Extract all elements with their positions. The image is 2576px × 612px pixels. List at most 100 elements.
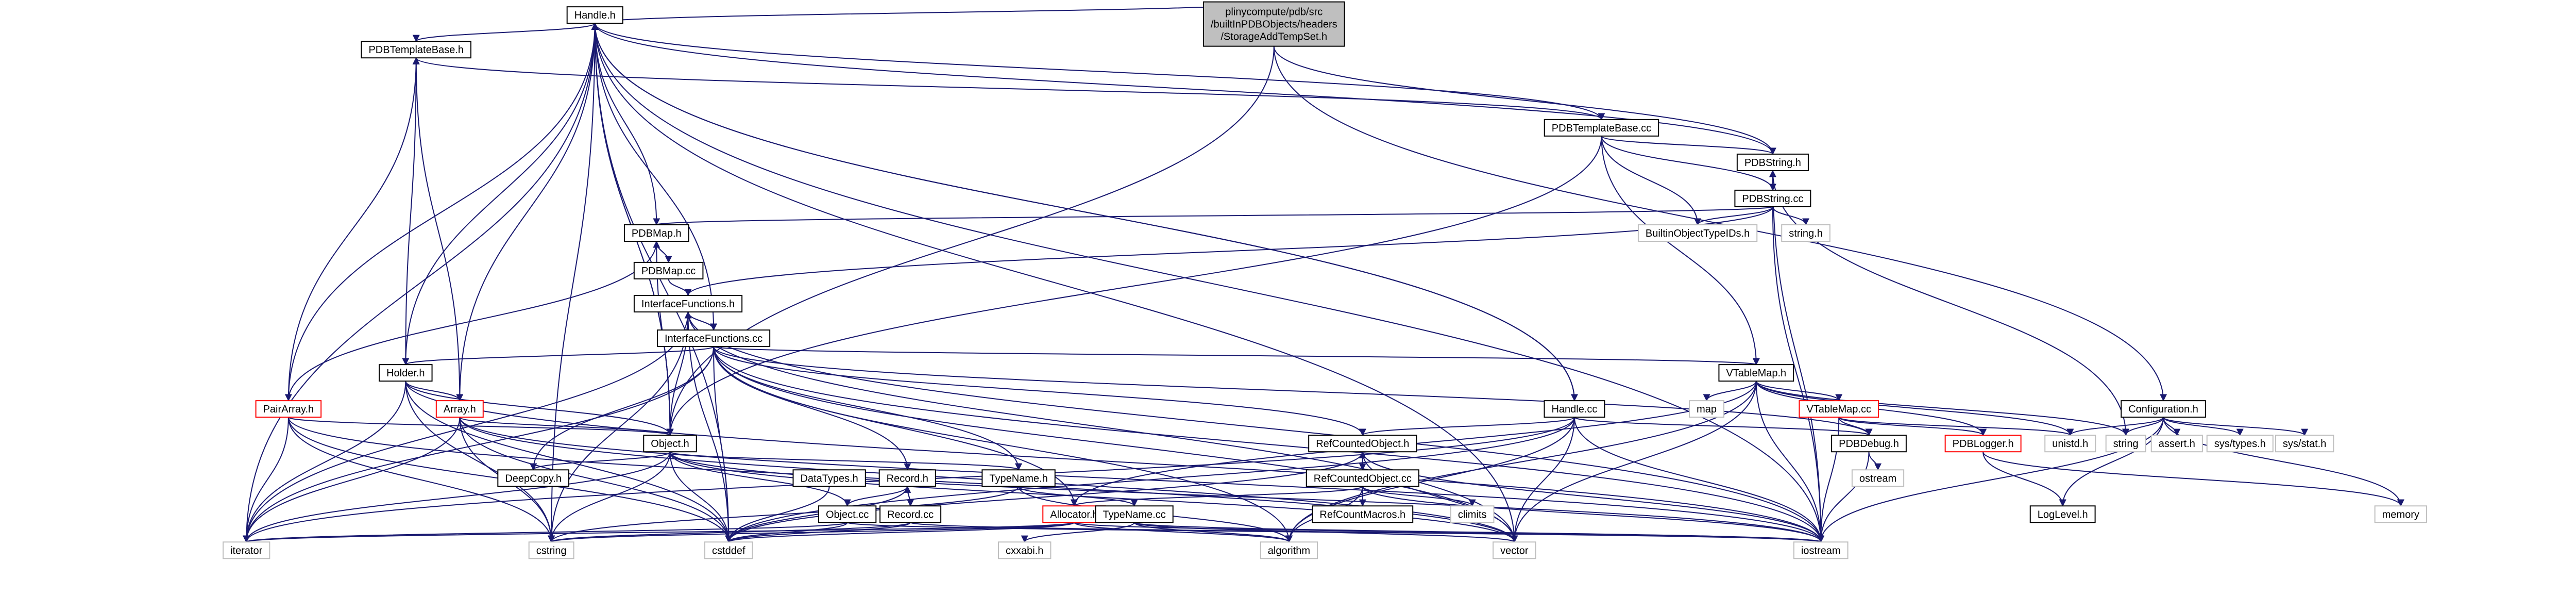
node-label: BuiltinObjectTypeIDs.h — [1646, 228, 1750, 239]
node-box — [1544, 119, 1659, 137]
file-node-pdbstring-h[interactable]: PDBString.h — [1736, 153, 1809, 171]
edge-handle-h-to-iostream — [594, 23, 1825, 543]
node-box — [2121, 400, 2206, 418]
edge-handle-cc-to-pdbdebug-h — [1573, 417, 1873, 436]
file-node-vtablemap-h[interactable]: VTableMap.h — [1718, 364, 1794, 382]
edge-pdbmap-h-to-handle-h — [591, 22, 657, 225]
node-label: PDBTemplateBase.h — [368, 44, 464, 56]
file-node-loglevel-h[interactable]: LogLevel.h — [2029, 505, 2096, 523]
node-label: string — [2113, 438, 2139, 450]
edge-interfacefunctions-cc-to-vector — [713, 346, 1518, 543]
edge-object-cc-to-iterator — [243, 522, 848, 543]
file-node-refcountedobject-cc[interactable]: RefCountedObject.cc — [1306, 469, 1419, 487]
node-label: iterator — [230, 545, 263, 556]
node-box — [792, 469, 866, 487]
file-node-record-cc[interactable]: Record.cc — [879, 505, 942, 523]
file-node-configuration-h[interactable]: Configuration.h — [2121, 400, 2206, 418]
edge-pdbtemplatebase-cc-to-handle-h — [591, 22, 1602, 120]
node-label: InterfaceFunctions.h — [641, 299, 735, 310]
file-node-pdbdebug-h[interactable]: PDBDebug.h — [1831, 435, 1907, 453]
edge-pdbtemplatebase-cc-to-pdbstring-cc — [1601, 136, 1776, 191]
edge-root-to-pdbstring-h — [1273, 46, 1776, 155]
node-box — [1689, 400, 1725, 418]
node-box — [879, 505, 942, 523]
file-node-object-h[interactable]: Object.h — [643, 435, 697, 453]
node-label: string.h — [1789, 228, 1823, 239]
file-node-sys-stat-h: sys/stat.h — [2275, 435, 2334, 453]
edge-handle-cc-to-vector — [1511, 417, 1575, 543]
file-node-pdbtemplatebase-h[interactable]: PDBTemplateBase.h — [361, 41, 472, 59]
file-node-typename-cc[interactable]: TypeName.cc — [1095, 505, 1174, 523]
edge-pairarray-h-to-pdbtemplatebase-h — [287, 57, 420, 401]
file-node-unistd-h: unistd.h — [2044, 435, 2096, 453]
node-box — [2150, 435, 2203, 453]
file-node-record-h[interactable]: Record.h — [878, 469, 936, 487]
node-label: plinycompute/pdb/src — [1225, 7, 1323, 18]
edge-record-cc-to-record-h — [904, 485, 911, 506]
file-node-interfacefunctions-h[interactable]: InterfaceFunctions.h — [633, 295, 743, 313]
edge-vtablemap-h-to-string — [1755, 381, 2129, 436]
file-node-deepcopy-h[interactable]: DeepCopy.h — [497, 469, 570, 487]
edge-datatypes-h-to-cstddef — [725, 486, 830, 543]
node-box — [379, 364, 433, 382]
node-box — [1312, 505, 1414, 523]
node-box — [361, 41, 472, 59]
file-node-ostream: ostream — [1851, 469, 1905, 487]
node-box — [2029, 505, 2096, 523]
node-label: cstddef — [712, 545, 745, 556]
edge-typename-cc-to-algorithm — [1133, 522, 1293, 543]
edge-holder-h-to-object-h — [405, 381, 674, 436]
file-node-pdbtemplatebase-cc[interactable]: PDBTemplateBase.cc — [1544, 119, 1659, 137]
file-node-refcountmacros-h[interactable]: RefCountMacros.h — [1312, 505, 1414, 523]
node-box — [1042, 505, 1106, 523]
node-label: PairArray.h — [263, 404, 314, 415]
edge-record-cc-to-cstring — [548, 522, 911, 543]
edge-root-to-handle-h — [591, 1, 1275, 24]
edge-pdbstring-cc-to-pdbmap-h — [653, 206, 1773, 226]
file-node-pdbmap-h[interactable]: PDBMap.h — [623, 224, 689, 242]
edge-configuration-h-to-loglevel-h — [2059, 417, 2164, 507]
edge-pdbtemplatebase-cc-to-pdbstring-h — [1601, 135, 1776, 155]
file-node-typename-h[interactable]: TypeName.h — [981, 469, 1056, 487]
node-label: Array.h — [444, 404, 476, 415]
file-node-array-h[interactable]: Array.h — [435, 400, 484, 418]
edge-pdbtemplatebase-cc-to-builtinobjecttypeids-h — [1601, 136, 1702, 226]
file-node-climits: climits — [1450, 505, 1495, 523]
node-box — [1493, 541, 1536, 559]
edge-object-h-to-vector — [669, 452, 1518, 543]
node-box — [633, 295, 743, 313]
node-label: climits — [1458, 509, 1487, 520]
edge-object-h-to-object-cc — [669, 452, 851, 507]
edge-handle-cc-to-algorithm — [1285, 417, 1575, 543]
edge-pdbmap-h-to-pairarray-h — [284, 241, 657, 402]
edge-vtablemap-cc-to-pdblogger-h — [1838, 417, 1987, 436]
file-node-handle-h[interactable]: Handle.h — [566, 6, 623, 24]
file-node-holder-h[interactable]: Holder.h — [379, 364, 433, 382]
file-node-datatypes-h[interactable]: DataTypes.h — [792, 469, 866, 487]
edge-root-to-configuration-h — [1273, 46, 2167, 402]
node-label: ostream — [1859, 473, 1896, 484]
file-node-handle-cc[interactable]: Handle.cc — [1544, 400, 1605, 418]
node-label: RefCountedObject.h — [1316, 438, 1409, 450]
node-box — [1637, 224, 1758, 242]
file-node-interfacefunctions-cc[interactable]: InterfaceFunctions.cc — [657, 329, 771, 348]
edge-handle-h-to-vector — [594, 23, 1518, 543]
node-label: Handle.cc — [1551, 404, 1597, 415]
edge-object-h-to-iostream — [669, 452, 1824, 543]
file-node-map: map — [1689, 400, 1725, 418]
file-node-vtablemap-cc[interactable]: VTableMap.cc — [1799, 400, 1879, 418]
file-node-pdblogger-h[interactable]: PDBLogger.h — [1944, 435, 2022, 453]
file-node-allocator-h[interactable]: Allocator.h — [1042, 505, 1106, 523]
file-node-pdbmap-cc[interactable]: PDBMap.cc — [633, 261, 704, 279]
edge-holder-h-to-cstring — [405, 381, 555, 543]
file-node-pdbstring-cc[interactable]: PDBString.cc — [1734, 189, 1811, 207]
edge-refcountedobject-h-to-cstddef — [725, 452, 1363, 543]
file-node-object-cc[interactable]: Object.cc — [818, 505, 877, 523]
file-node-builtinobjecttypeids-h: BuiltinObjectTypeIDs.h — [1637, 224, 1758, 242]
file-node-assert-h: assert.h — [2150, 435, 2203, 453]
node-label: LogLevel.h — [2038, 509, 2088, 520]
file-node-refcountedobject-h[interactable]: RefCountedObject.h — [1308, 435, 1417, 453]
edge-pdbstring-h-to-handle-h — [591, 22, 1773, 154]
file-node-pairarray-h[interactable]: PairArray.h — [255, 400, 322, 418]
